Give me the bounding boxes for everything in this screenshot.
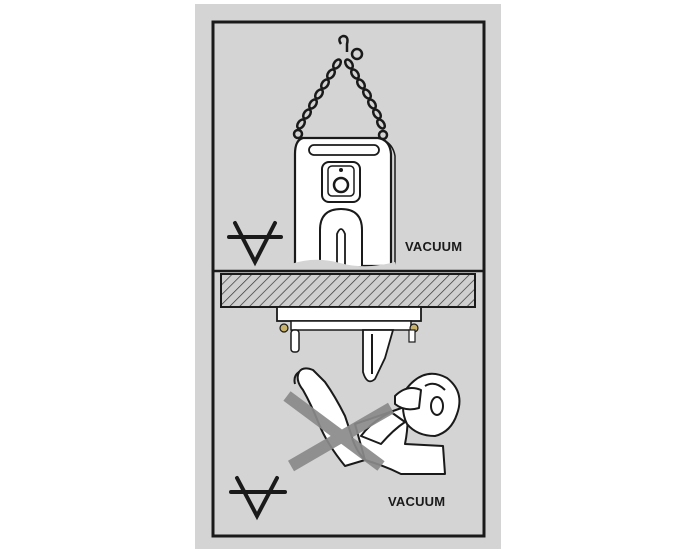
chain-left [292, 58, 343, 140]
chain-right [343, 58, 389, 141]
cross-prohibited-icon [283, 391, 395, 472]
vacuum-label-top: VACUUM [405, 239, 462, 254]
hanging-device-group [291, 34, 397, 268]
vacuum-label-bottom: VACUUM [388, 494, 445, 509]
vacuum-symbol-icon-top [227, 221, 283, 267]
mounted-device [276, 306, 422, 383]
vacuum-symbol-icon-bottom [229, 476, 287, 521]
hatched-plate [220, 273, 476, 308]
warning-illustration: VACUUM VACUUM [195, 4, 501, 549]
outer-frame [211, 20, 486, 538]
lens-icon [332, 176, 350, 194]
